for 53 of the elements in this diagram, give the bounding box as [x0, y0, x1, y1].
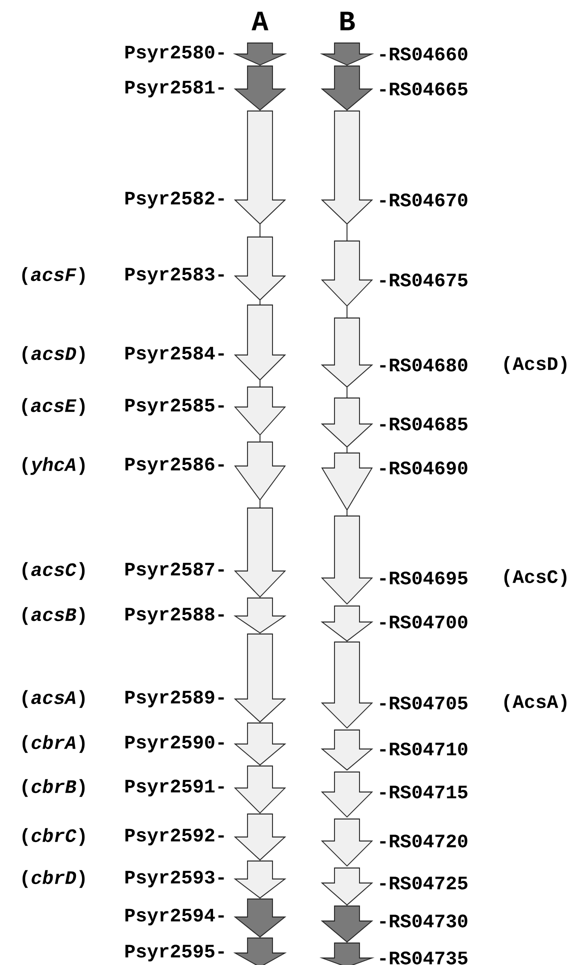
gene-label: Psyr2589-: [125, 690, 224, 708]
gene-label: Psyr2588-: [125, 608, 224, 624]
dna-line: [346, 306, 348, 318]
gene-label: -RS04700: [380, 616, 468, 628]
gene-label: -RS04730: [380, 914, 468, 928]
dna-line: [346, 386, 348, 398]
gene-label: (yhcA): [22, 457, 85, 475]
gene-label: -RS04680: [380, 358, 468, 372]
gene-label: -RS04720: [380, 834, 468, 848]
gene-label: Psyr2581-: [125, 80, 224, 98]
dna-line: [346, 446, 348, 454]
gene-label: Psyr2591-: [125, 780, 224, 796]
gene-label: Psyr2593-: [125, 870, 224, 888]
gene-label: -RS04670: [380, 194, 468, 206]
gene-label: -RS04665: [380, 82, 468, 96]
gene-label: (acsC): [22, 562, 85, 580]
gene-label: (AcsD): [504, 356, 566, 374]
gene-label: -RS04695: [380, 572, 468, 584]
gene-label: (cbrB): [22, 779, 85, 797]
gene-label: Psyr2586-: [125, 458, 224, 474]
gene-label: Psyr2582-: [125, 192, 224, 208]
gene-label: Psyr2590-: [125, 736, 224, 752]
gene-label: Psyr2587-: [125, 562, 224, 580]
gene-label: (cbrD): [22, 870, 85, 888]
gene-label: (acsD): [22, 346, 85, 364]
gene-label: (cbrC): [22, 828, 85, 846]
gene-label: -RS04660: [380, 48, 468, 60]
dna-line: [346, 224, 348, 242]
column-heading: B: [340, 12, 355, 30]
gene-label: Psyr2580-: [125, 46, 224, 62]
gene-label: Psyr2595-: [125, 944, 224, 962]
gene-label: Psyr2583-: [125, 268, 224, 284]
column-heading: A: [252, 12, 268, 30]
gene-label: (acsB): [22, 607, 85, 625]
gene-label: -RS04690: [380, 462, 468, 474]
gene-label: -RS04735: [380, 952, 468, 964]
gene-label: -RS04725: [380, 876, 468, 890]
dna-line: [346, 510, 348, 516]
gene-label: -RS04705: [380, 696, 468, 710]
gene-label: Psyr2585-: [125, 398, 224, 416]
gene-label: (AcsC): [504, 569, 566, 587]
gene-label: (AcsA): [504, 694, 566, 712]
gene-label: Psyr2594-: [125, 908, 224, 926]
gene-label: -RS04715: [380, 786, 468, 798]
gene-label: (acsF): [22, 267, 85, 285]
gene-label: (cbrA): [22, 735, 85, 753]
gene-label: (acsE): [22, 398, 85, 416]
gene-label: Psyr2592-: [125, 828, 224, 846]
gene-label: -RS04675: [380, 274, 468, 286]
gene-label: (acsA): [22, 690, 85, 708]
gene-label: -RS04685: [380, 418, 468, 430]
gene-label: -RS04710: [380, 742, 468, 756]
gene-label: Psyr2584-: [125, 346, 224, 364]
